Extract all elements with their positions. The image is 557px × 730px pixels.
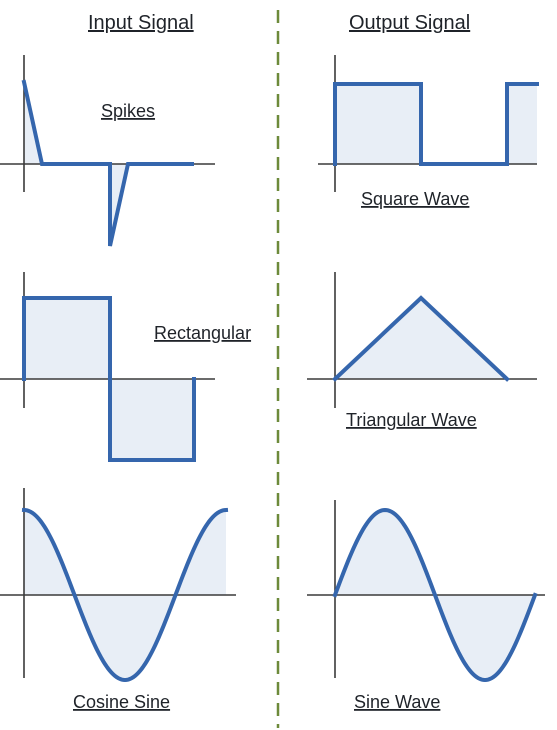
- spikes-diagram: Spikes: [0, 55, 215, 247]
- square-waveform: [333, 82, 539, 166]
- square-wave-label: Square Wave: [361, 189, 469, 209]
- square-wave-diagram: Square Wave: [318, 55, 539, 209]
- input-signal-header: Input Signal: [88, 12, 194, 34]
- sine-wave-diagram: Sine Wave: [307, 500, 545, 712]
- rect-negative-fill: [110, 379, 194, 460]
- sine-waveform: [332, 507, 538, 683]
- sine-wave-label: Sine Wave: [354, 692, 440, 712]
- cosine-waveform: [21, 507, 229, 683]
- output-signal-header: Output Signal: [349, 12, 470, 34]
- spikes-label: Spikes: [101, 101, 155, 121]
- square-high-fill-2: [507, 84, 537, 164]
- rectangular-diagram: Rectangular: [0, 272, 251, 462]
- triangular-wave-diagram: Triangular Wave: [307, 272, 537, 430]
- cosine-sine-diagram: Cosine Sine: [0, 488, 236, 712]
- cosine-sine-label: Cosine Sine: [73, 692, 170, 712]
- spikes-waveform: [21, 79, 194, 247]
- rectangular-waveform: [22, 296, 196, 462]
- triangle-fill: [335, 298, 507, 379]
- triangular-wave-label: Triangular Wave: [346, 410, 477, 430]
- rect-positive-fill: [24, 298, 110, 379]
- triangular-waveform: [332, 295, 510, 382]
- square-high-fill-1: [335, 84, 421, 164]
- rectangular-label: Rectangular: [154, 323, 251, 343]
